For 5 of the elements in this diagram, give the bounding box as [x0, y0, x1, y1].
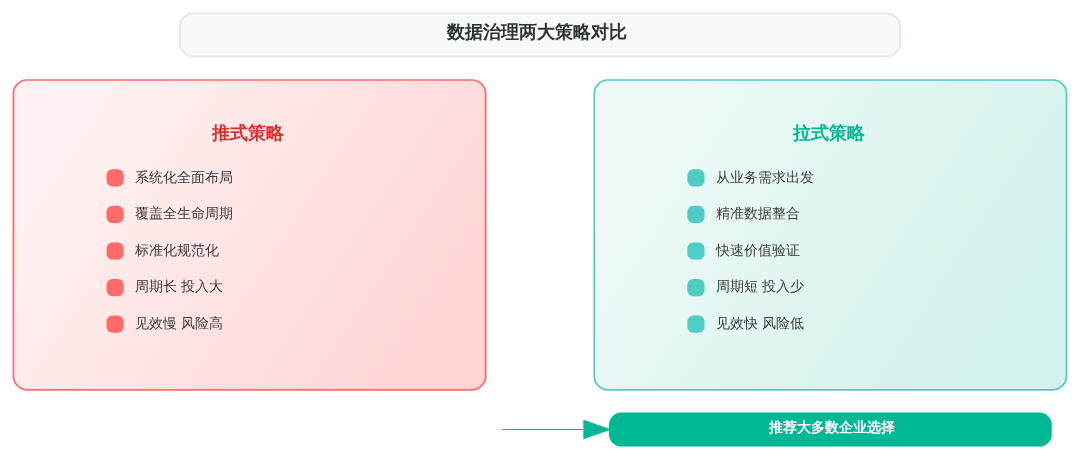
- node-box: 推荐大多数企业选择: [609, 412, 1052, 447]
- arrow: [501, 419, 612, 440]
- node-box: 推式策略 系统化全面布局 覆盖全生命周期 标准化规范化 周期长 投入大 见效慢 风险高: [12, 79, 487, 391]
- node-box: 拉式策略 从业务需求出发 精准数据整合 快速价值验证 周期短 投入少 见效快 风险低: [593, 79, 1068, 391]
- node-box: 数据治理两大策略对比: [178, 12, 902, 58]
